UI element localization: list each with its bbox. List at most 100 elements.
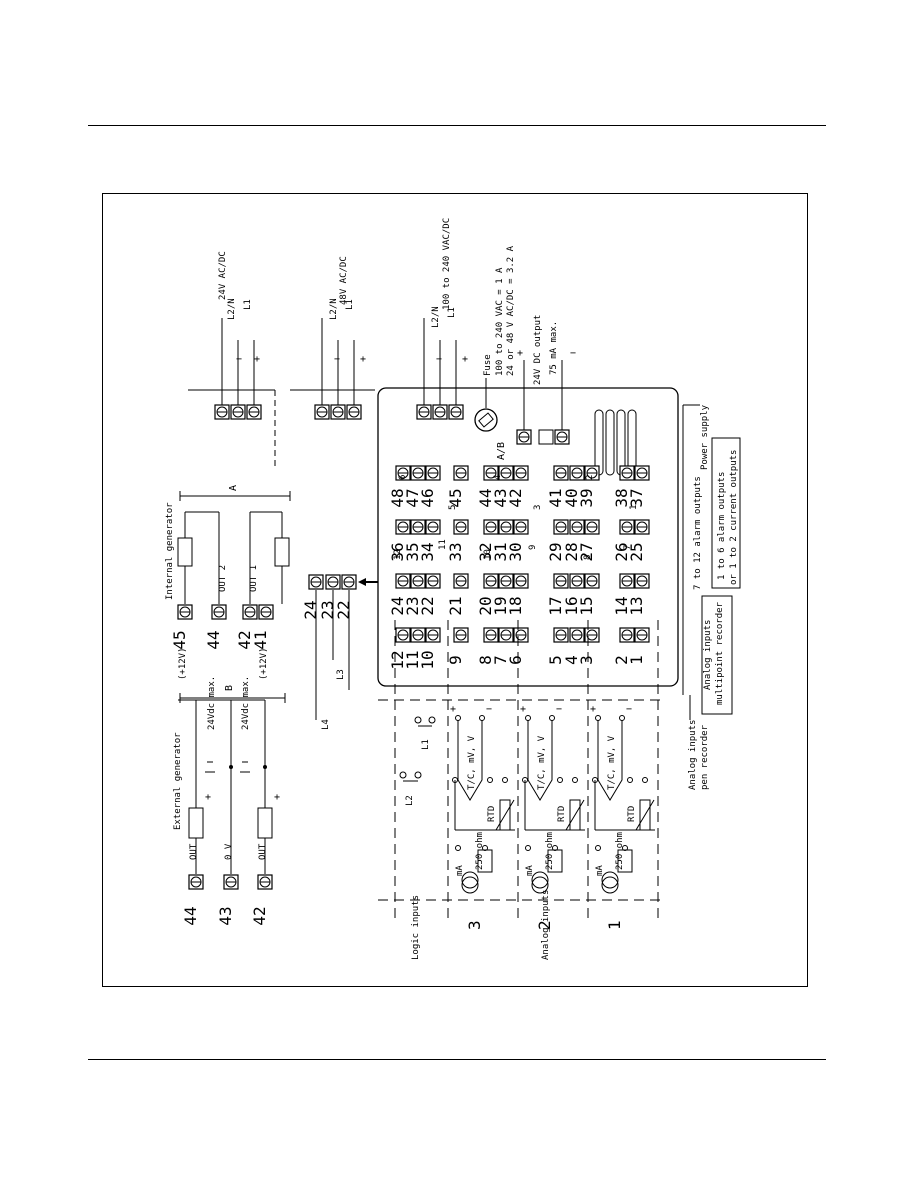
rtd-label-1: RTD	[487, 806, 497, 822]
svg-text:Power supply: Power supply	[700, 404, 710, 470]
svg-text:250 ohm: 250 ohm	[475, 832, 485, 870]
rtd-label-2: RTD	[557, 806, 567, 822]
terminal-label-7: 7	[491, 655, 510, 665]
analog-inputs-label: Analog inputs	[541, 890, 551, 960]
terminal-12	[395, 627, 411, 643]
terminal-35	[410, 519, 426, 535]
svg-text:1 to 6 alarm outputs: 1 to 6 alarm outputs	[717, 472, 727, 580]
input-wiring	[378, 620, 660, 920]
svg-text:−: −	[556, 704, 562, 715]
terminal-38	[619, 465, 635, 481]
svg-text:+: +	[590, 704, 596, 715]
svg-text:L1: L1	[447, 307, 457, 318]
terminal-label-42: 42	[506, 488, 525, 507]
terminal-42	[513, 465, 529, 481]
group-label-11: 11	[438, 539, 448, 550]
svg-text:22: 22	[334, 600, 353, 619]
svg-text:+: +	[254, 354, 260, 365]
logic-switches: L1 L2	[399, 716, 436, 806]
terminal-label-9: 9	[446, 655, 465, 665]
terminal-15	[584, 573, 600, 589]
svg-text:−: −	[334, 354, 340, 365]
terminal-36	[395, 519, 411, 535]
terminal-label-24: 24	[388, 596, 407, 615]
ext-out2-label: OUT 2	[189, 833, 199, 860]
terminal-label-2: 2	[612, 655, 631, 665]
terminal-13	[634, 573, 650, 589]
ext-0v-label: 0 V	[224, 843, 234, 860]
terminal-9	[453, 627, 469, 643]
group-label-5: 5	[448, 505, 458, 510]
terminal-label-3: 3	[577, 655, 596, 665]
svg-text:24V AC/DC: 24V AC/DC	[218, 251, 228, 300]
terminal-11	[410, 627, 426, 643]
int-12v-a: (+12V)	[178, 647, 188, 680]
terminal-5	[553, 627, 569, 643]
terminal-label-34: 34	[418, 542, 437, 561]
ext-max-label-2: 24Vdc max.	[241, 676, 251, 730]
terminal-label-20: 20	[476, 596, 495, 615]
header-rule	[88, 125, 826, 126]
terminal-label-11: 11	[403, 650, 422, 669]
terminal-30	[513, 519, 529, 535]
ext-term-44: 44	[181, 906, 200, 925]
terminal-label-18: 18	[506, 596, 525, 615]
svg-text:L1: L1	[345, 299, 355, 310]
svg-text:24: 24	[301, 600, 320, 619]
svg-text:L2: L2	[405, 795, 415, 806]
svg-text:250 ohm: 250 ohm	[545, 832, 555, 870]
int-term-42: 42	[235, 630, 254, 649]
svg-text:L4: L4	[321, 719, 331, 730]
terminal-label-47: 47	[403, 488, 422, 507]
terminal-17	[553, 573, 569, 589]
terminal-label-28: 28	[562, 542, 581, 561]
terminal-22	[425, 573, 441, 589]
terminal-label-46: 46	[418, 488, 437, 507]
svg-text:75 mA max.: 75 mA max.	[549, 321, 559, 375]
svg-text:+: +	[360, 354, 366, 365]
svg-text:Analog inputs: Analog inputs	[703, 620, 713, 690]
svg-text:24 or 48 V AC/DC = 3.2 A: 24 or 48 V AC/DC = 3.2 A	[506, 245, 516, 376]
terminal-24	[395, 573, 411, 589]
terminal-label-22: 22	[418, 596, 437, 615]
terminal-label-37: 37	[627, 488, 646, 507]
ext-plus-1: +	[274, 792, 280, 803]
terminal-label-30: 30	[506, 542, 525, 561]
power-100-240v: L2/N L1 100 to 240 VAC/DC − + Fuse 100 t…	[416, 218, 516, 432]
terminal-19	[498, 573, 514, 589]
svg-text:L2/N: L2/N	[329, 298, 339, 320]
terminal-18	[513, 573, 529, 589]
int-out1-label: OUT 1	[249, 565, 259, 592]
svg-text:mA: mA	[525, 865, 535, 876]
svg-text:A: A	[228, 485, 239, 491]
svg-text:L3: L3	[336, 669, 346, 680]
group-label-8: 8	[583, 555, 593, 560]
svg-text:250 ohm: 250 ohm	[615, 832, 625, 870]
terminal-1	[634, 627, 650, 643]
terminal-label-14: 14	[612, 596, 631, 615]
int-term-41: 41	[251, 630, 270, 649]
terminal-40	[569, 465, 585, 481]
group-label-1: 1	[629, 505, 639, 510]
svg-text:+: +	[450, 704, 456, 715]
terminal-16	[569, 573, 585, 589]
power-24v: L2/N L1 24V AC/DC − +	[188, 251, 276, 470]
terminal-26	[619, 519, 635, 535]
tc-label-2: T/C, mV, V	[537, 735, 547, 790]
terminal-2	[619, 627, 635, 643]
group-label-4: 4	[493, 475, 503, 480]
terminal-46	[425, 465, 441, 481]
svg-text:−: −	[626, 704, 632, 715]
terminal-20	[483, 573, 499, 589]
svg-text:multipoint recorder: multipoint recorder	[715, 601, 725, 705]
terminal-10	[425, 627, 441, 643]
ext-term-43: 43	[216, 906, 235, 925]
terminal-label-45: 45	[446, 488, 465, 507]
svg-text:Fuse: Fuse	[483, 354, 493, 376]
terminal-3	[584, 627, 600, 643]
terminal-label-6: 6	[506, 655, 525, 665]
terminal-33	[453, 519, 469, 535]
tc-label-1: T/C, mV, V	[467, 735, 477, 790]
tc-label-3: T/C, mV, V	[607, 735, 617, 790]
